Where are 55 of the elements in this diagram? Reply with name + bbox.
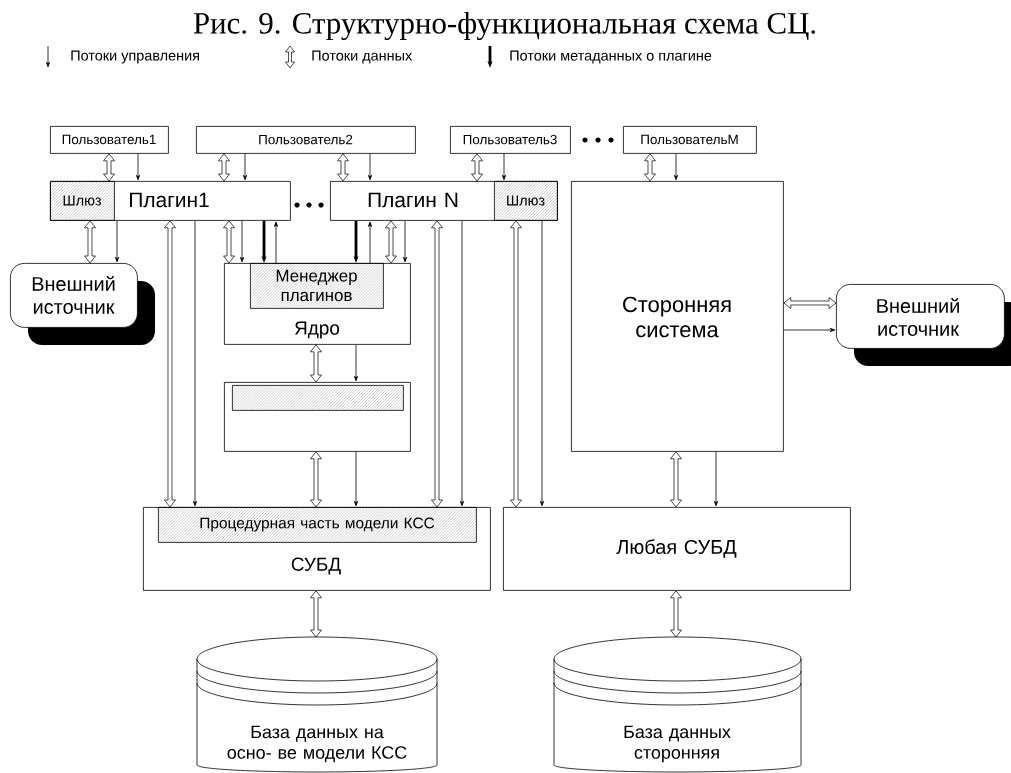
system-box: Сторонняя система [571, 181, 784, 452]
arrow [193, 220, 197, 507]
user-box: Пользователь2 [196, 126, 416, 154]
arrow [136, 153, 140, 181]
plugin-manager-box: Менеджер плагинов [250, 263, 384, 309]
arrow [714, 451, 718, 507]
arrow [460, 220, 464, 507]
node-label: База данных сторонняя [624, 725, 731, 763]
gateway-box: Шлюз [494, 181, 558, 221]
arrow [368, 221, 372, 264]
double-arrow [783, 297, 837, 309]
double-arrow [670, 451, 682, 508]
external-source-box: Внешний источник [836, 284, 1011, 366]
legend-text: Потоки управления [71, 50, 199, 64]
arrow [368, 153, 372, 181]
database-cylinder: База данных сторонняя [553, 636, 802, 773]
double-arrow [670, 590, 682, 638]
external-source-box: Внешний источник [10, 263, 155, 345]
user-box: ПользовательM [623, 126, 757, 154]
arrow [674, 153, 678, 181]
arrow [240, 220, 244, 263]
procedure-box: Процедурная часть модели КСС [158, 507, 477, 543]
arrow [540, 220, 544, 507]
arrow [403, 220, 407, 263]
double-arrow [84, 220, 96, 264]
arrow [115, 220, 120, 263]
arrow [502, 153, 506, 181]
double-arrow [218, 153, 230, 182]
double-arrow [103, 153, 115, 182]
arrow [354, 344, 358, 382]
double-arrow [310, 344, 322, 383]
arrow [274, 221, 278, 264]
node-label: База данных на осно- ве модели КСС [227, 725, 407, 763]
legend-text: Потоки данных [312, 50, 413, 64]
double-arrow [337, 153, 349, 182]
double-arrow [310, 590, 322, 638]
double-arrow [471, 153, 483, 182]
user-box: Пользователь3 [450, 126, 571, 154]
arrow [243, 153, 247, 181]
database-cylinder: База данных на осно- ве модели КСС [196, 636, 438, 773]
double-arrow [431, 220, 443, 508]
double-arrow [310, 451, 322, 508]
user-box: Пользователь1 [50, 126, 169, 154]
dbms-box: Любая СУБД [503, 507, 851, 591]
double-arrow [644, 153, 656, 182]
double-arrow [385, 220, 397, 264]
double-arrow [164, 220, 176, 508]
arrow [783, 328, 836, 332]
hatched-box [232, 385, 404, 411]
figure-title: Рис. 9. Структурно-функциональная схема СЦ. [193, 11, 816, 41]
double-arrow [510, 220, 522, 508]
arrow [354, 451, 358, 507]
legend-text: Потоки метаданных о плагине [510, 50, 712, 64]
gateway-box: Шлюз [50, 181, 115, 221]
double-arrow [223, 220, 235, 264]
